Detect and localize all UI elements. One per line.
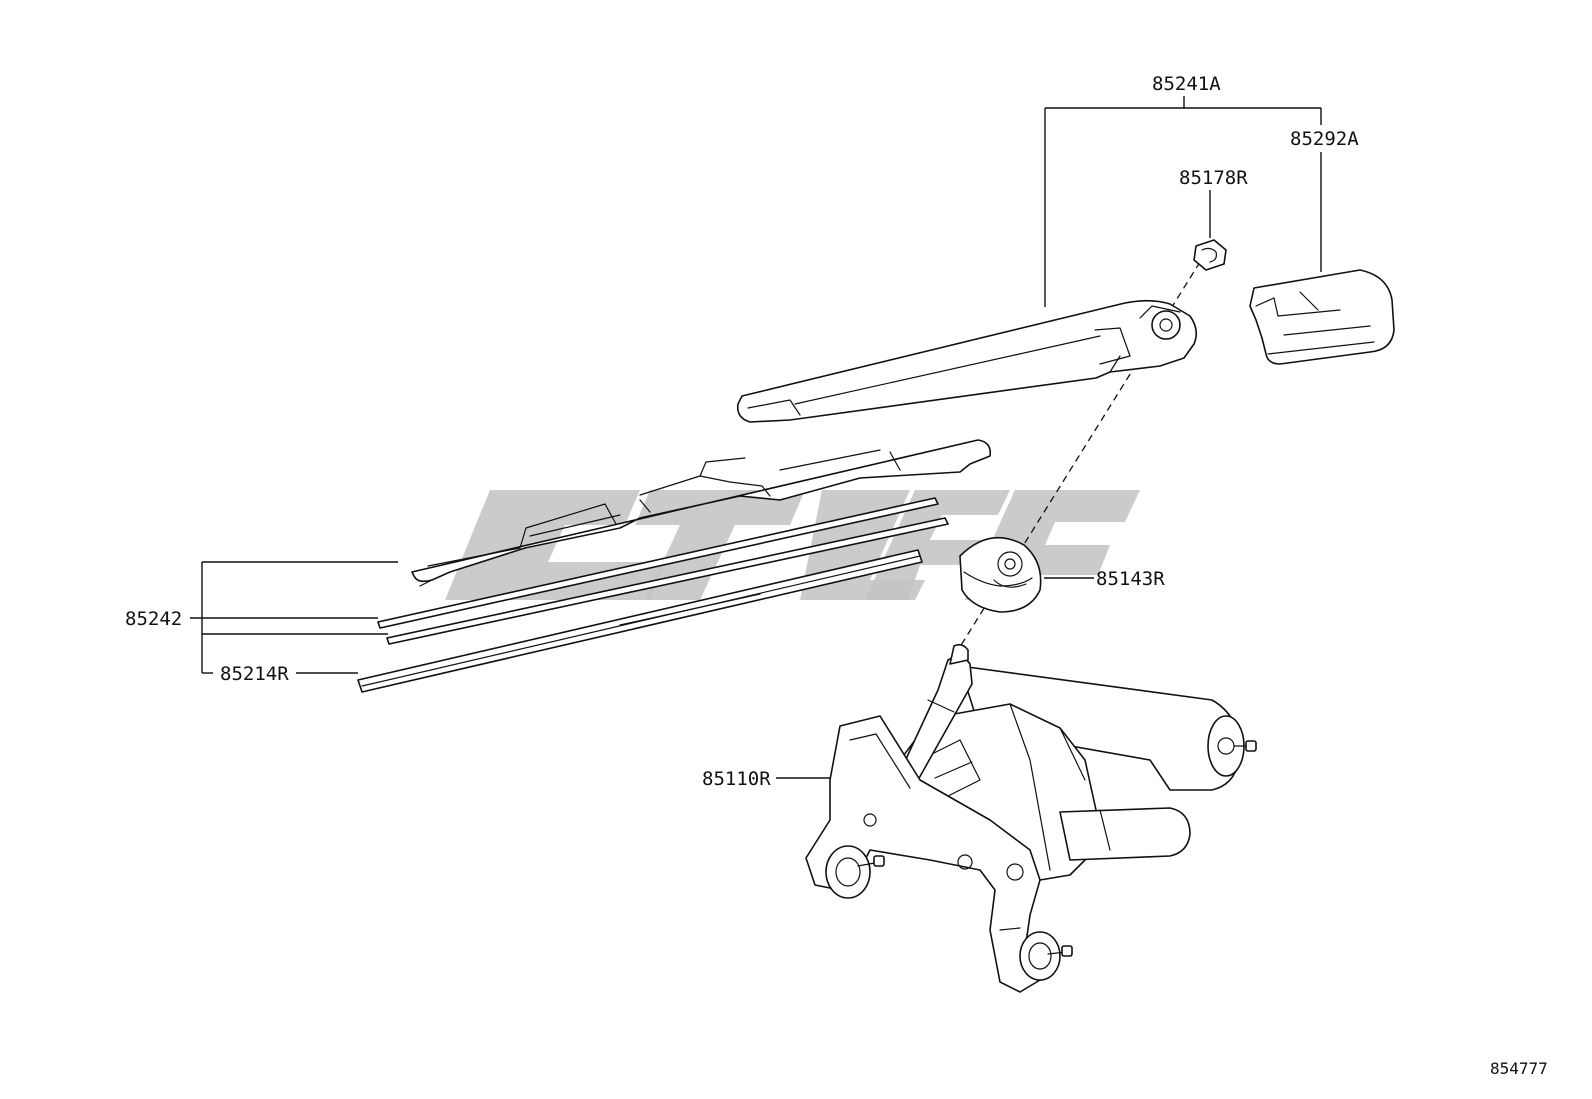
label-85110R: 85110R — [702, 768, 771, 790]
bracket-grommet — [1019, 931, 1073, 981]
label-85214R: 85214R — [220, 663, 289, 685]
blade-rubber-strips — [357, 497, 949, 693]
label-85242: 85242 — [125, 608, 182, 630]
wiper-blade-frame — [411, 439, 992, 587]
arm-cap — [1249, 269, 1395, 365]
arm-assembly-bracket — [1044, 96, 1322, 307]
label-85292A: 85292A — [1290, 128, 1359, 150]
label-85143R: 85143R — [1096, 568, 1165, 590]
reference-number: 854777 — [1490, 1059, 1548, 1078]
wiper-arm — [736, 299, 1198, 423]
label-85241A: 85241A — [1152, 73, 1221, 95]
pivot-cap — [959, 536, 1094, 613]
label-85178R: 85178R — [1179, 167, 1248, 189]
arm-nut — [1193, 239, 1227, 271]
wiper-motor — [776, 643, 1257, 993]
blade-leaders — [190, 561, 398, 674]
bracket-grommet — [825, 845, 885, 899]
